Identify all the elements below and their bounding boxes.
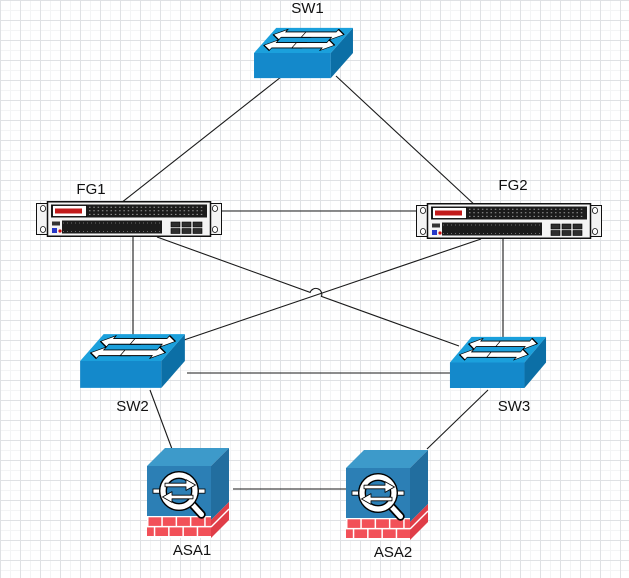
asa-firewall-icon [342,448,438,540]
node-sw1[interactable] [252,24,355,80]
node-fg2[interactable] [416,203,602,239]
connector-fg2-sw2[interactable] [180,238,482,342]
node-label-fg2[interactable]: FG2 [498,177,528,194]
connector-fg1-sw3[interactable] [156,236,460,347]
node-label-sw3[interactable]: SW3 [497,398,531,415]
node-label-sw1[interactable]: SW1 [291,0,324,17]
node-asa2[interactable] [342,448,438,540]
connector-sw3-asa2[interactable] [426,389,489,450]
connector-sw1-fg2[interactable] [335,75,478,208]
switch-icon [252,24,355,80]
node-asa1[interactable] [143,446,239,538]
connector-sw1-fg1[interactable] [120,76,282,204]
switch-icon [78,330,187,390]
switch-icon [448,333,548,390]
node-label-asa1[interactable]: ASA1 [172,542,212,559]
node-fg1[interactable] [36,201,222,237]
node-sw3[interactable] [448,333,548,390]
node-sw2[interactable] [78,330,187,390]
connector-sw2-asa1[interactable] [149,389,173,450]
node-label-sw2[interactable]: SW2 [116,398,149,415]
node-label-asa2[interactable]: ASA2 [373,544,413,561]
asa-firewall-icon [143,446,239,538]
node-label-fg1[interactable]: FG1 [76,181,106,198]
fortigate-icon [416,203,602,239]
fortigate-icon [36,201,222,237]
